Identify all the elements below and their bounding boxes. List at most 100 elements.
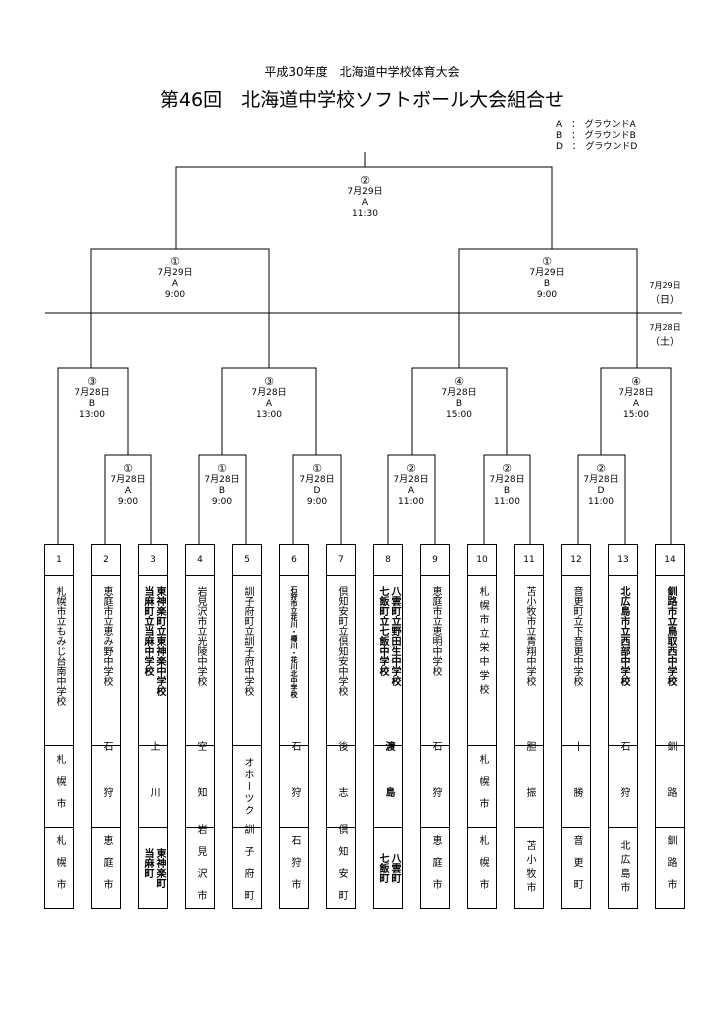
- match-qf4-date: 7月28日: [618, 388, 654, 398]
- team-number: 2: [92, 545, 120, 576]
- r1-f-line: [577, 454, 626, 544]
- match-r1-c: ① 7月28日 D 9:00: [277, 463, 357, 508]
- match-qf2-num: ③: [264, 375, 274, 388]
- match-r1-c-num: ①: [312, 462, 322, 475]
- team-name: 岩見沢市立光陵中学校: [195, 586, 206, 686]
- team-10: 10 札幌市立栄中学校 札幌市 札幌市: [467, 544, 497, 909]
- team-city: 恵庭市: [101, 835, 112, 901]
- team-9: 9 恵庭市立恵明中学校 石狩 恵庭市: [420, 544, 450, 909]
- team-city: 札幌市: [477, 835, 488, 901]
- team-2: 2 恵庭市立恵み野中学校 石狩 恵庭市: [91, 544, 121, 909]
- match-semi-left: ① 7月29日 A 9:00: [135, 256, 215, 301]
- match-r1-d-ground: A: [407, 486, 415, 496]
- team-city: 訓子府町: [242, 824, 253, 912]
- r1-a-line: [104, 454, 152, 544]
- qf1-line: [57, 367, 129, 544]
- team-city: 札幌市: [54, 835, 65, 901]
- team-region: 後志: [336, 740, 347, 833]
- r1-c-line: [292, 454, 342, 544]
- team-number: 6: [280, 545, 308, 576]
- match-qf1-ground: B: [88, 399, 96, 409]
- team-region: 十勝: [571, 740, 582, 833]
- qf2-line: [221, 367, 317, 455]
- r1-b-line: [198, 454, 247, 544]
- match-qf4-ground: A: [632, 399, 640, 409]
- match-semi-right-num: ①: [542, 255, 552, 268]
- match-semi-left-time: 9:00: [164, 290, 186, 300]
- match-r1-b-num: ①: [217, 462, 227, 475]
- legend-item-d: D ： グラウンドD: [556, 142, 638, 152]
- team-city: 釧路市: [665, 835, 676, 901]
- team-name: 八雲町立野田生中学校 七飯町立七飯中学校: [377, 586, 400, 686]
- team-name: 苫小牧市立青翔中学校: [524, 586, 535, 686]
- team-city: 東神楽町 当麻町: [142, 848, 165, 888]
- team-region: 石狩: [101, 740, 112, 833]
- match-r1-e-num: ②: [502, 462, 512, 475]
- team-city: 苫小牧市: [524, 840, 535, 896]
- team-number: 1: [45, 545, 73, 576]
- match-r1-b-time: 9:00: [211, 497, 233, 507]
- team-name: 東神楽町立東神楽中学校 当麻町立当麻中学校: [142, 586, 165, 696]
- team-8: 8 八雲町立野田生中学校 七飯町立七飯中学校 渡島 八雲町 七飯町: [373, 544, 403, 909]
- match-final-ground: A: [361, 198, 369, 208]
- match-qf3: ④ 7月28日 B 15:00: [419, 376, 499, 421]
- team-number: 4: [186, 545, 214, 576]
- team-name: 札幌市立もみじ台南中学校: [54, 586, 65, 706]
- match-r1-f-ground: D: [597, 486, 605, 496]
- team-4: 4 岩見沢市立光陵中学校 空知 岩見沢市: [185, 544, 215, 912]
- team-region: 石狩: [618, 740, 629, 833]
- semi-right-line: [458, 248, 638, 368]
- team-number: 9: [421, 545, 449, 576]
- day-label-28: 7月28日 （土）: [645, 322, 685, 348]
- match-qf2-time: 13:00: [256, 410, 282, 420]
- match-r1-a: ① 7月28日 A 9:00: [88, 463, 168, 508]
- ground-legend: A ： グラウンドA B ： グラウンドB D ： グラウンドD: [556, 120, 637, 153]
- team-region: オホーツク: [242, 756, 253, 817]
- match-r1-e-ground: B: [503, 486, 511, 496]
- team-city: 倶知安町: [336, 824, 347, 912]
- match-r1-e-time: 11:00: [494, 497, 520, 507]
- match-semi-right-date: 7月29日: [529, 268, 565, 278]
- match-r1-d-date: 7月28日: [393, 475, 429, 485]
- team-region: 札幌市: [54, 753, 65, 820]
- match-r1-b-ground: B: [218, 486, 226, 496]
- match-r1-a-num: ①: [123, 462, 133, 475]
- match-r1-f-date: 7月28日: [583, 475, 619, 485]
- day-label-29-dow: （日）: [650, 295, 680, 306]
- team-city: 石狩市: [289, 835, 300, 901]
- match-r1-a-date: 7月28日: [110, 475, 146, 485]
- match-semi-right-time: 9:00: [536, 290, 558, 300]
- match-semi-left-num: ①: [170, 255, 180, 268]
- match-r1-e-date: 7月28日: [489, 475, 525, 485]
- match-qf3-num: ④: [454, 375, 464, 388]
- day-label-28-date: 7月28日: [649, 323, 681, 332]
- match-r1-c-ground: D: [313, 486, 321, 496]
- match-qf1-time: 13:00: [79, 410, 105, 420]
- subtitle: 平成30年度 北海道中学校体育大会: [264, 65, 460, 79]
- match-r1-f-time: 11:00: [588, 497, 614, 507]
- team-name: 訓子府町立訓子府中学校: [242, 586, 253, 696]
- match-semi-left-ground: A: [171, 279, 179, 289]
- team-1: 1 札幌市立もみじ台南中学校 札幌市 札幌市: [44, 544, 74, 909]
- team-11: 11 苫小牧市立青翔中学校 胆振 苫小牧市: [514, 544, 544, 909]
- match-r1-e: ② 7月28日 B 11:00: [467, 463, 547, 508]
- match-qf4-num: ④: [631, 375, 641, 388]
- match-r1-a-ground: A: [124, 486, 132, 496]
- match-final: ② 7月29日 A 11:30: [325, 175, 405, 220]
- team-region: 石狩: [430, 740, 441, 833]
- team-7: 7 倶知安町立倶知安中学校 後志 倶知安町: [326, 544, 356, 912]
- day-label-28-dow: （土）: [650, 337, 680, 348]
- team-number: 10: [468, 545, 496, 576]
- team-name: 恵庭市立恵明中学校: [430, 586, 441, 676]
- semi-left-line: [90, 248, 270, 368]
- match-qf3-date: 7月28日: [441, 388, 477, 398]
- team-city: 恵庭市: [430, 835, 441, 901]
- page-title: 第46回 北海道中学校ソフトボール大会組合せ: [159, 89, 565, 111]
- match-r1-a-time: 9:00: [117, 497, 139, 507]
- team-13: 13 北広島市立西部中学校 石狩 北広島市: [608, 544, 638, 909]
- match-semi-right-ground: B: [543, 279, 551, 289]
- team-region: 渡島: [383, 740, 394, 833]
- team-city: 音更町: [571, 835, 582, 901]
- team-number: 8: [374, 545, 402, 576]
